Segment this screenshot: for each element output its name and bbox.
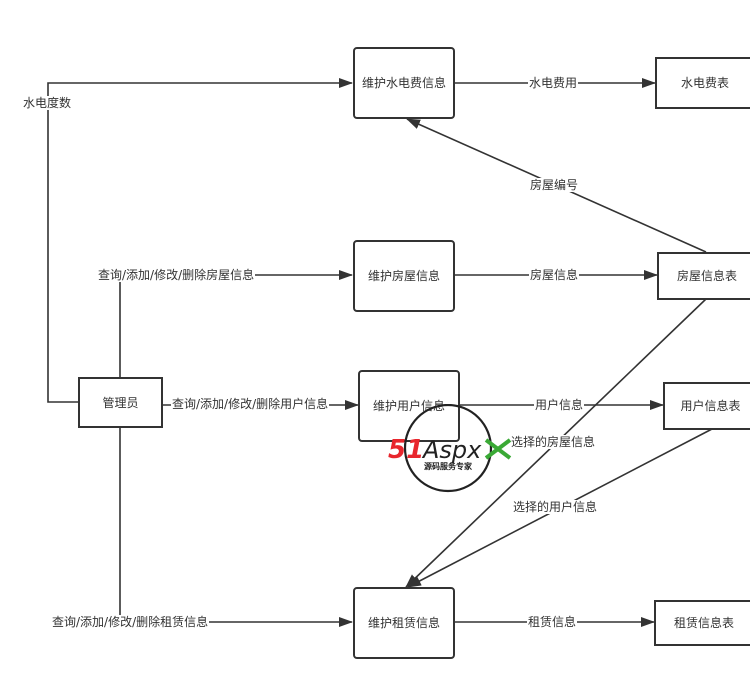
watermark-x-mark xyxy=(484,438,512,460)
watermark-aspx: Aspx xyxy=(421,436,482,464)
watermark-logo: 51 Aspx 源码服务专家 xyxy=(388,404,512,493)
label-selected-user: 选择的用户信息 xyxy=(512,500,599,514)
label-crud-house: 查询/添加/修改/删除房屋信息 xyxy=(97,268,256,282)
label-house-number: 房屋编号 xyxy=(529,178,580,192)
label-utility-count: 水电度数 xyxy=(22,96,73,110)
label-user-info: 用户信息 xyxy=(534,398,585,412)
watermark-tagline: 源码服务专家 xyxy=(424,461,473,471)
node-maintain-rent: 维护租赁信息 xyxy=(353,587,455,659)
label-utility-fee: 水电费用 xyxy=(528,76,579,90)
node-utility-table: 水电费表 xyxy=(655,57,750,109)
edge-admin-to-house xyxy=(119,270,353,377)
node-maintain-house: 维护房屋信息 xyxy=(353,240,455,312)
edge-admin-to-utility xyxy=(47,78,353,403)
node-admin: 管理员 xyxy=(78,377,163,428)
node-maintain-utility: 维护水电费信息 xyxy=(353,47,455,119)
node-rent-table: 租赁信息表 xyxy=(654,600,750,646)
label-selected-house: 选择的房屋信息 xyxy=(510,435,597,449)
watermark-51: 51 xyxy=(388,435,424,465)
label-crud-rent: 查询/添加/修改/删除租赁信息 xyxy=(51,615,210,629)
node-user-table: 用户信息表 xyxy=(663,382,750,430)
label-rent-info: 租赁信息 xyxy=(527,615,578,629)
label-house-info: 房屋信息 xyxy=(529,268,580,282)
node-house-table: 房屋信息表 xyxy=(657,252,750,300)
label-crud-user: 查询/添加/修改/删除用户信息 xyxy=(171,397,330,411)
edge-admin-to-rent xyxy=(119,427,353,627)
